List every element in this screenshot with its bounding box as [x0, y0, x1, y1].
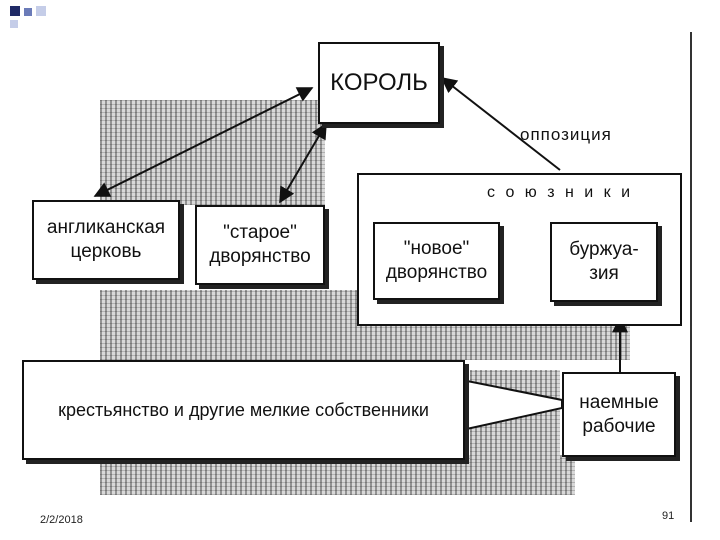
anglican-church-box: англиканская церковь [32, 200, 180, 280]
workers-line2: рабочие [582, 415, 656, 437]
old-nobility-line1: "старое" [223, 222, 297, 243]
slide-page-number: 91 [662, 510, 675, 522]
bullet-square-1 [10, 6, 20, 16]
old-nobility-line2: дворянство [209, 246, 311, 267]
peasants-label: крестьянство и другие мелкие собственник… [58, 400, 429, 420]
opposition-label: оппозиция [520, 125, 612, 144]
allies-label: с о ю з н и к и [487, 184, 634, 201]
slide-date: 2/2/2018 [40, 514, 83, 526]
new-nobility-line2: дворянство [385, 262, 488, 283]
bullet-square-2 [24, 8, 32, 16]
king-label: КОРОЛЬ [330, 69, 428, 96]
scan-edge-line [690, 32, 692, 522]
bullet-square-4 [10, 20, 18, 28]
bourgeoisie-line1: буржуа- [569, 239, 639, 260]
old-nobility-box: "старое" дворянство [195, 205, 325, 285]
arrow-king-to-old-nobility [279, 122, 327, 204]
bourgeoisie-line2: зия [589, 263, 619, 284]
peasants-box: крестьянство и другие мелкие собственник… [22, 360, 465, 460]
arrow-king-to-church [93, 87, 314, 197]
new-nobility-line1: "новое" [403, 238, 470, 259]
wedge-peasants-to-workers [461, 379, 563, 431]
anglican-church-line1: англиканская [46, 217, 166, 238]
hatch-region-right [360, 320, 630, 360]
anglican-church-line2: церковь [70, 241, 142, 262]
bourgeoisie-box: буржуа- зия [550, 222, 658, 302]
king-box: КОРОЛЬ [318, 42, 440, 124]
bullet-square-3 [36, 6, 46, 16]
workers-line1: наемные [579, 391, 659, 413]
hatch-region-bottom [100, 455, 575, 495]
workers-box: наемные рабочие [562, 372, 676, 457]
new-nobility-box: "новое" дворянство [373, 222, 500, 300]
hatch-region-center [100, 290, 360, 360]
arrow-opposition-to-king [440, 77, 561, 171]
